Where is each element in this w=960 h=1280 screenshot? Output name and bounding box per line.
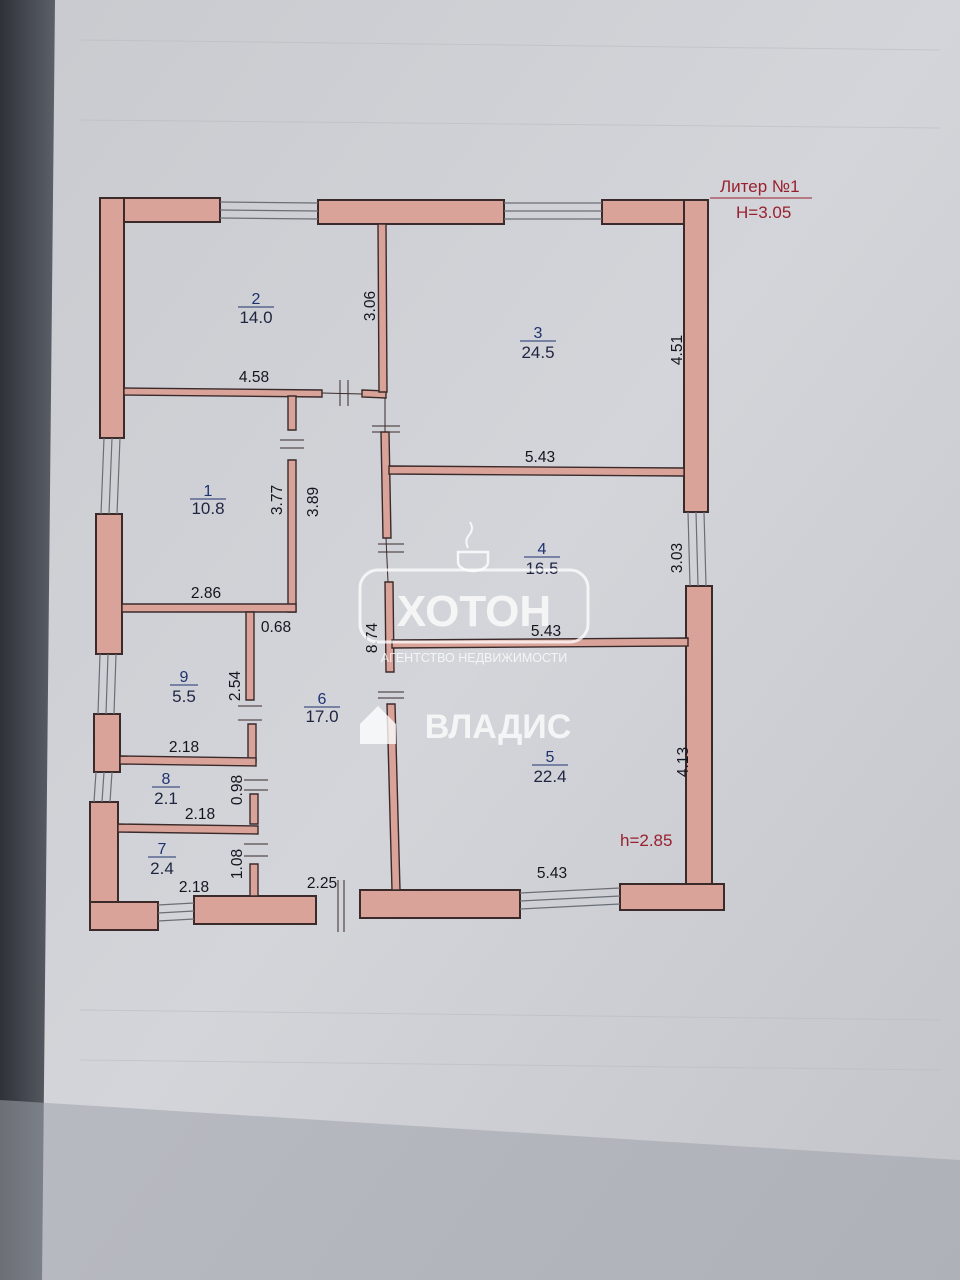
room-area: 5.5 — [172, 687, 196, 706]
partition-room8-bottom — [117, 823, 259, 835]
cup-icon — [456, 550, 490, 573]
watermark-frame — [358, 568, 590, 644]
room-area: 2.4 — [150, 859, 174, 878]
watermark-brand-hoton: ХОТОН — [397, 587, 551, 636]
room-number: 3 — [534, 325, 543, 342]
partition-room1-right-low — [287, 459, 297, 613]
windows — [93, 201, 707, 922]
dimension-label: 5.43 — [531, 623, 561, 640]
partition-room9-right-low — [247, 723, 257, 763]
dimension-label: 5.43 — [525, 449, 555, 466]
dimension-label: 4.13 — [675, 747, 692, 777]
room-area: 17.0 — [305, 707, 338, 726]
dimension-labels: 3.06 4.58 4.51 5.43 3.77 3.89 3.03 2.86 … — [169, 291, 692, 896]
partition-room9-right — [245, 611, 255, 701]
watermark-brand-vladis: ВЛАДИС — [425, 708, 572, 746]
dimension-label: 2.18 — [179, 879, 209, 896]
watermark: ХОТОН АГЕНТСТВО НЕДВИЖИМОСТИ ВЛАДИС — [358, 521, 590, 746]
dimension-label: 0.68 — [261, 619, 291, 636]
dimension-label: 1.08 — [229, 849, 246, 879]
room-number: 9 — [180, 669, 189, 686]
dimension-label: 2.86 — [191, 585, 221, 602]
dimension-label: 4.51 — [669, 335, 686, 365]
steam-icon — [465, 521, 473, 549]
wall-left-top — [99, 197, 125, 439]
wall-right-bottom — [685, 585, 713, 909]
partition-room8-right — [249, 793, 259, 825]
wall-bottom-mid-left — [193, 895, 317, 925]
room-number: 7 — [158, 841, 167, 858]
wall-left-middle — [95, 513, 123, 655]
dimension-label: 3.89 — [305, 487, 322, 517]
building-height: H=3.05 — [736, 203, 791, 222]
liter-label: Литер №1 — [720, 177, 800, 196]
room-number: 8 — [162, 771, 171, 788]
ceiling-height-note: h=2.85 — [620, 831, 672, 850]
partition-room9-bottom — [119, 755, 257, 767]
partition-vertical-main-mid — [380, 431, 392, 539]
partition-rooms3-4 — [388, 465, 685, 477]
partition-room2-bottom — [123, 387, 323, 398]
room-area: 14.0 — [239, 308, 272, 327]
watermark-tagline: АГЕНТСТВО НЕДВИЖИМОСТИ — [381, 651, 568, 665]
wall-bottom-mid-right — [359, 889, 521, 919]
partition-vertical-main-bottom — [386, 703, 401, 891]
doors — [238, 380, 404, 932]
room-number: 5 — [546, 749, 555, 766]
dimension-label: 2.54 — [227, 671, 244, 702]
wall-bottom-right — [619, 883, 725, 911]
partition-vertical-main-top — [377, 223, 388, 393]
room-area: 24.5 — [521, 343, 554, 362]
room-number: 4 — [538, 541, 547, 558]
wall-bottom-left — [89, 901, 159, 931]
wall-top-middle — [317, 199, 505, 225]
dimension-label: 3.77 — [269, 485, 286, 515]
dimension-label: 4.58 — [239, 369, 269, 386]
dimension-label: 3.03 — [669, 543, 686, 573]
wall-right-top — [683, 199, 709, 513]
partition-room1-bottom — [121, 603, 297, 613]
interior-walls — [117, 223, 689, 897]
room-area: 10.8 — [191, 499, 224, 518]
dimension-label: 0.98 — [229, 775, 246, 805]
room-area: 22.4 — [533, 767, 566, 786]
partition-room7-right — [249, 863, 259, 897]
wall-left-small — [93, 713, 121, 773]
dimension-label: 2.18 — [169, 739, 199, 756]
dimension-label: 3.06 — [362, 291, 379, 321]
room-area: 2.1 — [154, 789, 178, 808]
partition-room1-right — [287, 395, 297, 431]
dimension-label: 5.43 — [537, 865, 567, 882]
room-number: 2 — [252, 291, 261, 308]
exterior-walls — [89, 197, 725, 931]
dimension-label: 2.18 — [185, 806, 215, 823]
room-number: 1 — [204, 483, 213, 500]
house-icon — [360, 706, 396, 744]
dimension-label: 8.74 — [364, 623, 381, 654]
dimension-label: 2.25 — [307, 875, 337, 892]
room-number: 6 — [318, 691, 327, 708]
